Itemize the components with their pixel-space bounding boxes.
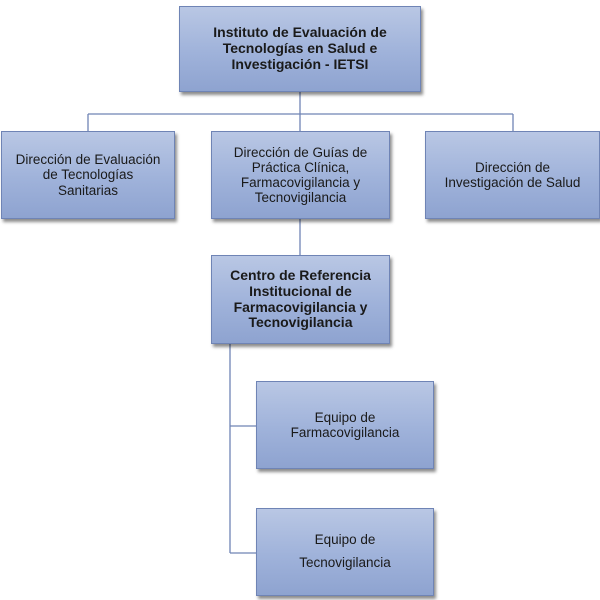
node-centro-referencia-label: Centro de Referencia Institucional de Fa… bbox=[230, 267, 371, 331]
node-direccion-investigacion-label: Dirección de Investigación de Salud bbox=[444, 159, 581, 190]
node-equipo-tecnovigilancia: Equipo de Tecnovigilancia bbox=[256, 508, 434, 596]
node-ietsi: Instituto de Evaluación de Tecnologías e… bbox=[179, 6, 421, 92]
node-centro-referencia: Centro de Referencia Institucional de Fa… bbox=[211, 255, 390, 344]
node-direccion-evaluacion-label: Dirección de Evaluación de Tecnologías S… bbox=[15, 152, 161, 198]
node-ietsi-label: Instituto de Evaluación de Tecnologías e… bbox=[213, 24, 387, 72]
node-direccion-investigacion: Dirección de Investigación de Salud bbox=[425, 131, 600, 219]
node-equipo-tecnovigilancia-label: Equipo de Tecnovigilancia bbox=[299, 532, 391, 570]
node-equipo-farmacovigilancia-label: Equipo de Farmacovigilancia bbox=[290, 409, 400, 440]
node-equipo-farmacovigilancia: Equipo de Farmacovigilancia bbox=[256, 381, 434, 469]
node-direccion-guias-label: Dirección de Guías de Práctica Clínica, … bbox=[233, 144, 368, 206]
node-direccion-evaluacion: Dirección de Evaluación de Tecnologías S… bbox=[1, 131, 175, 219]
node-direccion-guias: Dirección de Guías de Práctica Clínica, … bbox=[211, 131, 390, 219]
